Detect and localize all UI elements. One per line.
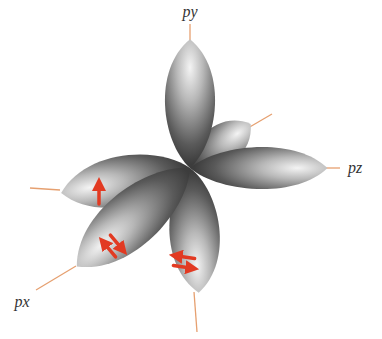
px-front-lobe — [59, 147, 209, 287]
electron-pair — [103, 235, 124, 257]
axis-label: pz — [348, 160, 362, 176]
electron-arrow — [176, 256, 195, 259]
electron-arrow — [103, 242, 115, 257]
axis-line — [36, 266, 76, 290]
electron-arrow — [97, 184, 101, 204]
axis-label: py — [182, 4, 197, 20]
orbital-lobes — [56, 39, 327, 294]
electron-arrows — [99, 184, 195, 268]
electron-arrow — [173, 266, 192, 269]
axis-line — [194, 292, 197, 332]
pz-right-lobe — [190, 147, 328, 189]
py-top-lobe — [165, 39, 215, 168]
electron-pair — [173, 256, 194, 269]
electron-arrow — [110, 235, 122, 250]
axis-lines — [30, 24, 340, 332]
axis-line — [248, 114, 272, 128]
axis-label: px — [14, 294, 29, 310]
axis-line — [30, 188, 60, 190]
